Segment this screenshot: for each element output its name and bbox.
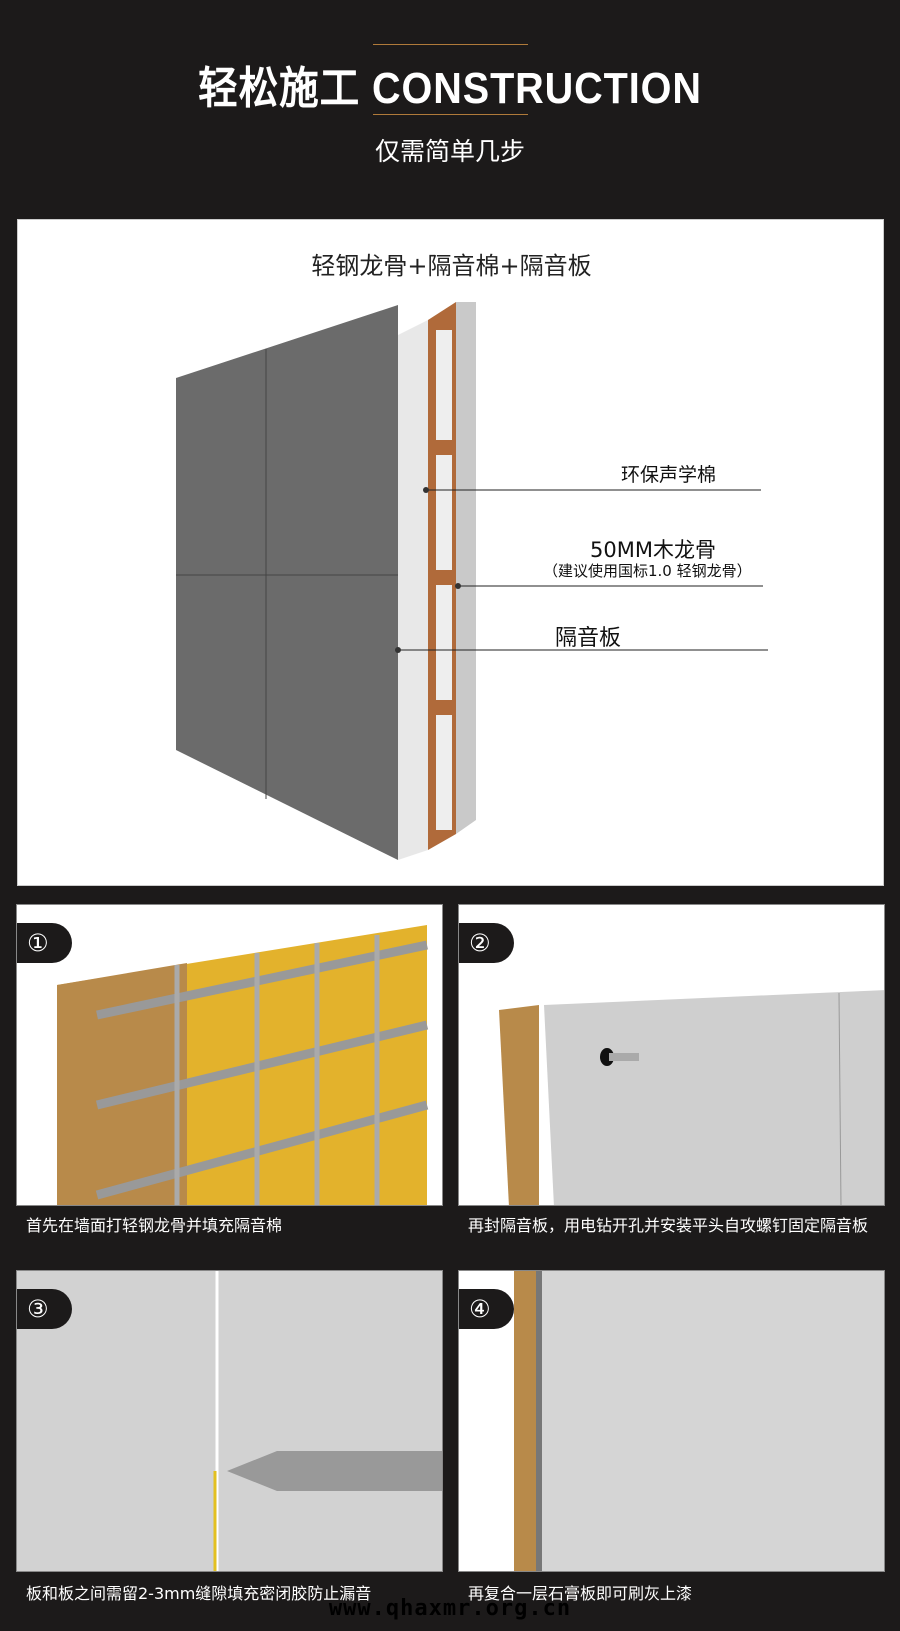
label-cotton: 环保声学棉	[621, 464, 717, 486]
page-title: 轻松施工 CONSTRUCTION	[198, 64, 702, 113]
step-1-image: ①	[16, 904, 443, 1206]
step-4-caption: 再复合一层石膏板即可刷灰上漆	[468, 1584, 693, 1603]
hero-diagram: 轻钢龙骨+隔音棉+隔音板 环保声学棉 50MM木龙骨 （建议使用国标1.0 轻钢…	[17, 219, 884, 886]
step-3-image: ③	[16, 1270, 443, 1572]
step-2-image: ②	[458, 904, 885, 1206]
wall-structure-illustration	[176, 302, 768, 860]
step-2-caption: 再封隔音板，用电钻开孔并安装平头自攻螺钉固定隔音板	[468, 1216, 869, 1235]
step-1-caption: 首先在墙面打轻钢龙骨并填充隔音棉	[26, 1216, 283, 1235]
watermark: www.qhaxmr.org.cn	[328, 1596, 572, 1621]
hero-title: 轻钢龙骨+隔音棉+隔音板	[311, 252, 592, 280]
label-keel-note: （建议使用国标1.0 轻钢龙骨）	[543, 562, 752, 580]
label-board: 隔音板	[555, 626, 622, 651]
title-rule-top	[373, 44, 528, 45]
step-badge: ③	[17, 1289, 72, 1329]
title-rule-bottom	[373, 114, 528, 115]
step-4-image: ④	[458, 1270, 885, 1572]
step-badge: ④	[459, 1289, 514, 1329]
page-subtitle: 仅需简单几步	[374, 137, 525, 166]
step-badge: ①	[17, 923, 72, 963]
label-keel: 50MM木龙骨	[590, 538, 716, 562]
step-3-caption: 板和板之间需留2-3mm缝隙填充密闭胶防止漏音	[26, 1584, 372, 1603]
step-badge: ②	[459, 923, 514, 963]
